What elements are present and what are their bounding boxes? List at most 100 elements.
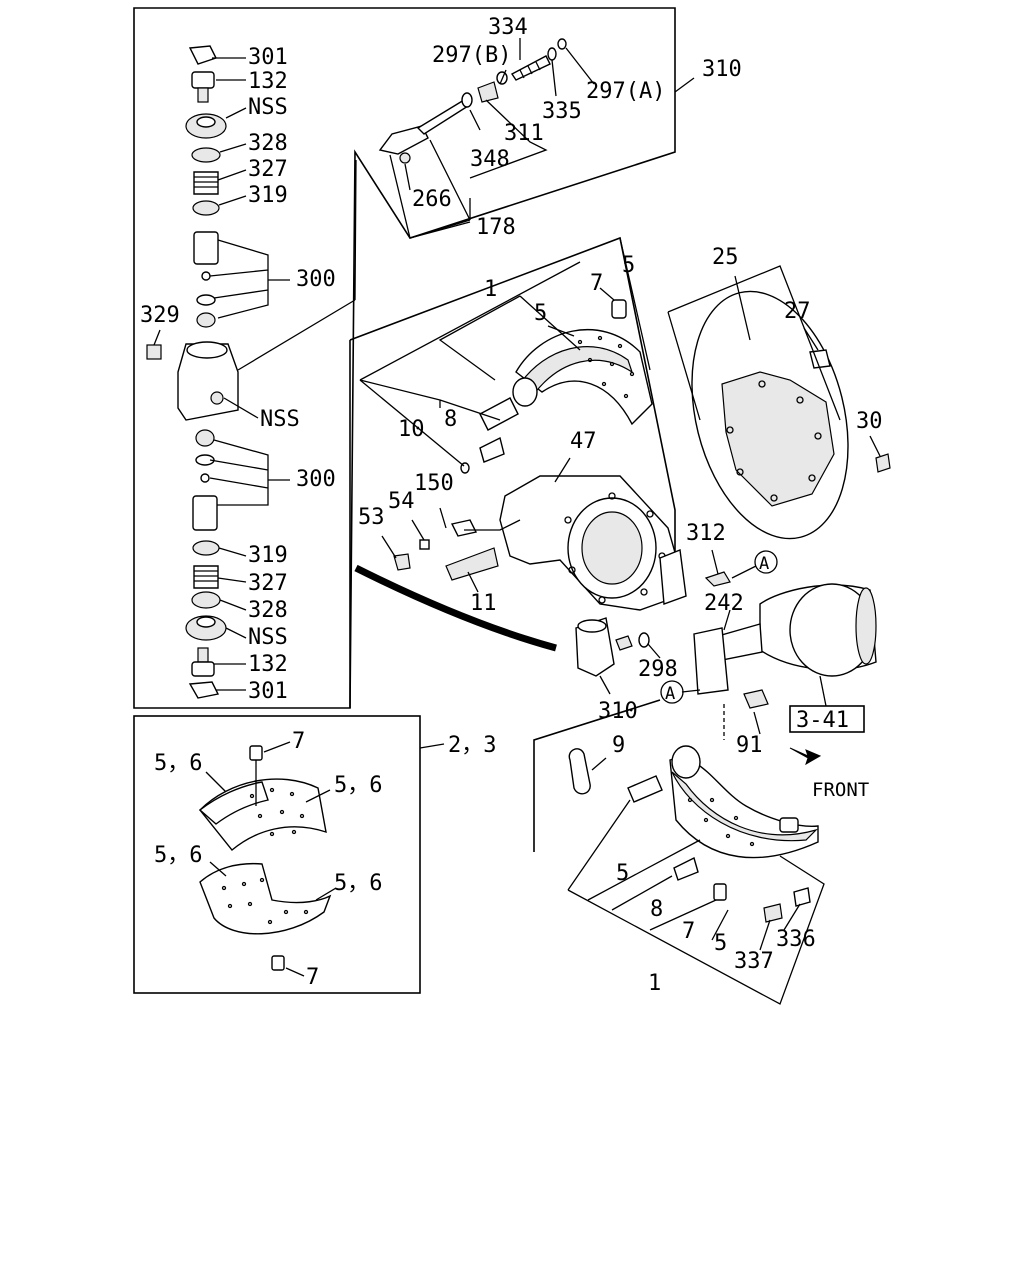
upper-brake-shoe — [460, 299, 653, 474]
lower-brake-shoe — [627, 745, 819, 923]
label-8-lower: 8 — [650, 897, 663, 922]
label-53: 53 — [358, 505, 385, 530]
spring-327-bottom — [193, 565, 219, 589]
bushing-8 — [479, 397, 519, 431]
ring-319-bottom — [192, 540, 220, 556]
pin-8 — [479, 436, 505, 463]
bolt-132-top — [197, 87, 209, 103]
nut-132-top — [191, 71, 215, 89]
label-9: 9 — [612, 733, 625, 758]
label-298: 298 — [638, 657, 678, 682]
dust-cover — [691, 290, 891, 540]
camshaft-bracket-stack — [146, 45, 239, 699]
label-329: 329 — [140, 303, 180, 328]
label-47: 47 — [570, 429, 597, 454]
marker-a-top — [754, 550, 778, 574]
slack-adjuster — [354, 564, 661, 695]
label-266: 266 — [412, 187, 452, 212]
clip-297a — [557, 38, 567, 50]
label-a-top: A — [759, 554, 769, 574]
label-25: 25 — [712, 245, 739, 270]
spider-leaders — [381, 457, 571, 593]
label-7-lower: 7 — [682, 919, 695, 944]
pin-11 — [445, 547, 499, 581]
lining-kit — [198, 741, 445, 977]
label-1-lower: 1 — [648, 971, 661, 996]
adjuster-rod — [416, 99, 469, 135]
bushing-300-bottom-cap — [195, 429, 215, 447]
bolt-91 — [743, 689, 769, 709]
lower-shoe-leaders — [567, 799, 825, 1005]
frame-lines — [133, 7, 676, 994]
label-5-6-a: 5，6 — [154, 751, 203, 776]
label-300-top: 300 — [296, 267, 336, 292]
label-10: 10 — [398, 417, 425, 442]
bracket-150 — [450, 519, 478, 537]
bolt-53 — [393, 553, 411, 571]
label-336: 336 — [776, 927, 816, 952]
bolt-312 — [704, 571, 731, 587]
label-335: 335 — [542, 99, 582, 124]
label-132-bottom: 132 — [248, 652, 288, 677]
front-arrow — [789, 747, 822, 766]
chamber-leaders — [711, 549, 827, 735]
ref-box-3-41 — [789, 705, 865, 733]
rivet-7-lower — [713, 883, 727, 901]
label-5-left: 5 — [534, 301, 547, 326]
label-54: 54 — [388, 489, 415, 514]
label-2-3: 2，3 — [448, 733, 497, 758]
lining-upper-a — [198, 781, 269, 825]
shoe-lining-lower — [669, 757, 819, 859]
slack-adjuster-body — [575, 617, 615, 677]
upper-shoe-leaders — [359, 237, 651, 467]
label-5-6-d: 5，6 — [334, 871, 383, 896]
label-a-bottom: A — [665, 684, 675, 704]
chamber-flange — [659, 549, 687, 605]
label-91: 91 — [736, 733, 763, 758]
label-5-lower-right: 5 — [714, 931, 727, 956]
bushing-8-lower — [627, 775, 663, 803]
label-7-kit-top: 7 — [292, 729, 305, 754]
cam-bracket — [177, 343, 239, 421]
lock-plate-top — [188, 45, 217, 65]
label-front: FRONT — [812, 779, 869, 801]
label-301-top: 301 — [248, 45, 288, 70]
label-242: 242 — [704, 591, 744, 616]
label-5-lower-left: 5 — [616, 861, 629, 886]
ring-335 — [547, 47, 557, 61]
label-30: 30 — [856, 409, 883, 434]
plate-336 — [793, 887, 811, 907]
bolt-337 — [763, 903, 783, 923]
rivet-7-upper — [611, 299, 627, 319]
label-132-top: 132 — [248, 69, 288, 94]
label-327-top: 327 — [248, 157, 288, 182]
label-nss-bottom: NSS — [248, 625, 288, 650]
label-310-bottom: 310 — [598, 699, 638, 724]
bolt-329 — [146, 344, 162, 360]
label-5-right: 5 — [622, 253, 635, 278]
washer-328-top — [191, 147, 221, 163]
bushing-300-top — [193, 231, 219, 265]
label-150: 150 — [414, 471, 454, 496]
brake-spider — [393, 475, 687, 611]
dust-leaders — [667, 265, 881, 457]
label-7-kit-bottom: 7 — [306, 965, 319, 990]
label-300-bottom: 300 — [296, 467, 336, 492]
label-5-6-c: 5，6 — [154, 843, 203, 868]
roller — [512, 377, 538, 407]
label-nss-mid: NSS — [260, 407, 300, 432]
label-328-bottom: 328 — [248, 598, 288, 623]
label-297a: 297(A) — [586, 79, 665, 104]
washer-328-bottom — [191, 591, 221, 609]
label-178: 178 — [476, 215, 516, 240]
bolt-27 — [809, 349, 831, 369]
label-319-bottom: 319 — [248, 543, 288, 568]
label-3-41: 3-41 — [796, 708, 849, 733]
label-312: 312 — [686, 521, 726, 546]
label-319-top: 319 — [248, 183, 288, 208]
label-297b: 297(B) — [432, 43, 511, 68]
left-leaders — [153, 57, 357, 691]
spring-327-top — [193, 171, 219, 195]
grease-nipple-266 — [399, 152, 411, 164]
